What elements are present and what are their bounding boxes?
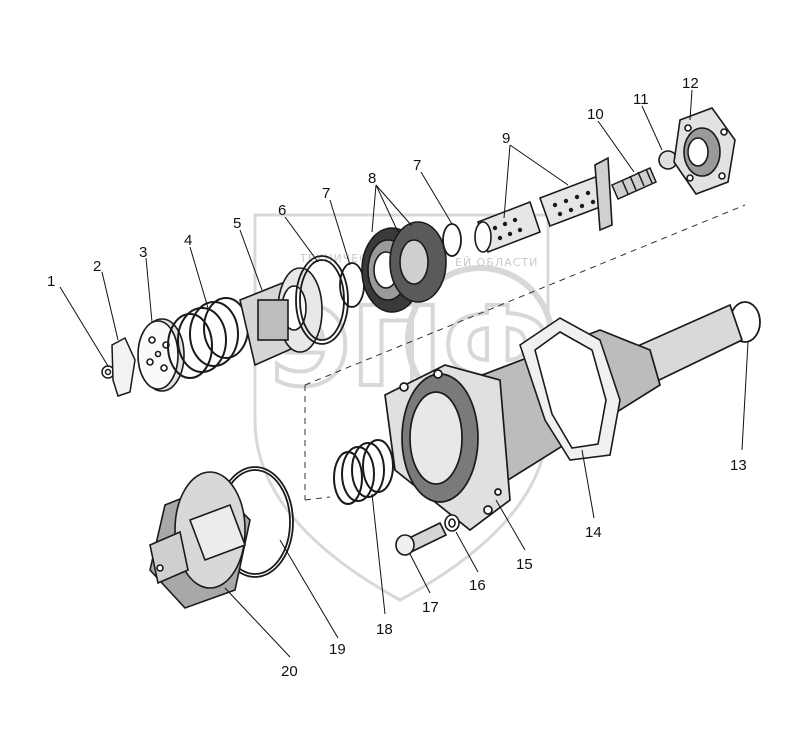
callout-20: 20: [281, 663, 298, 680]
part-3-disc: [137, 318, 185, 392]
part-12-flange-nut: [673, 107, 736, 195]
callout-15: 15: [516, 556, 533, 573]
part-9-filter-tubes: [474, 156, 613, 254]
callout-17: 17: [422, 599, 439, 616]
callout-18: 18: [376, 621, 393, 638]
callout-19: 19: [329, 641, 346, 658]
part-2-bracket: [111, 336, 136, 397]
callout-13: 13: [730, 457, 747, 474]
callout-12: 12: [682, 75, 699, 92]
callout-6: 6: [278, 202, 286, 219]
part-5-piston: [239, 267, 323, 367]
callout-9: 9: [502, 130, 510, 147]
callout-3: 3: [139, 244, 147, 261]
part-14-gasket: [519, 317, 621, 461]
callout-1: 1: [47, 273, 55, 290]
callout-7-right: 7: [413, 157, 421, 174]
callout-4: 4: [184, 232, 192, 249]
part-17-bolt: [395, 521, 448, 556]
callout-8: 8: [368, 170, 376, 187]
part-4-spring: [167, 297, 249, 379]
part-7-ring-right: [442, 223, 462, 257]
callout-labels: 1 2 3 4 5 6 7 7 8 9 10 11 12 13 14 15 16…: [47, 75, 747, 680]
part-8-bearing-rings: [361, 221, 447, 313]
callout-10: 10: [587, 106, 604, 123]
part-20-cap: [149, 471, 251, 609]
callout-16: 16: [469, 577, 486, 594]
callout-5: 5: [233, 215, 241, 232]
assembly-axis: [304, 204, 746, 501]
part-16-washer: [444, 514, 460, 532]
callout-2: 2: [93, 258, 101, 275]
callout-7-left: 7: [322, 185, 330, 202]
part-18-spring: [333, 439, 394, 505]
part-10-threaded-stem: [611, 167, 657, 200]
callout-14: 14: [585, 524, 602, 541]
callout-11: 11: [633, 91, 649, 108]
watermark-right-text: ЕЙ ОБЛАСТИ: [455, 256, 538, 269]
leader-lines: [59, 89, 749, 658]
